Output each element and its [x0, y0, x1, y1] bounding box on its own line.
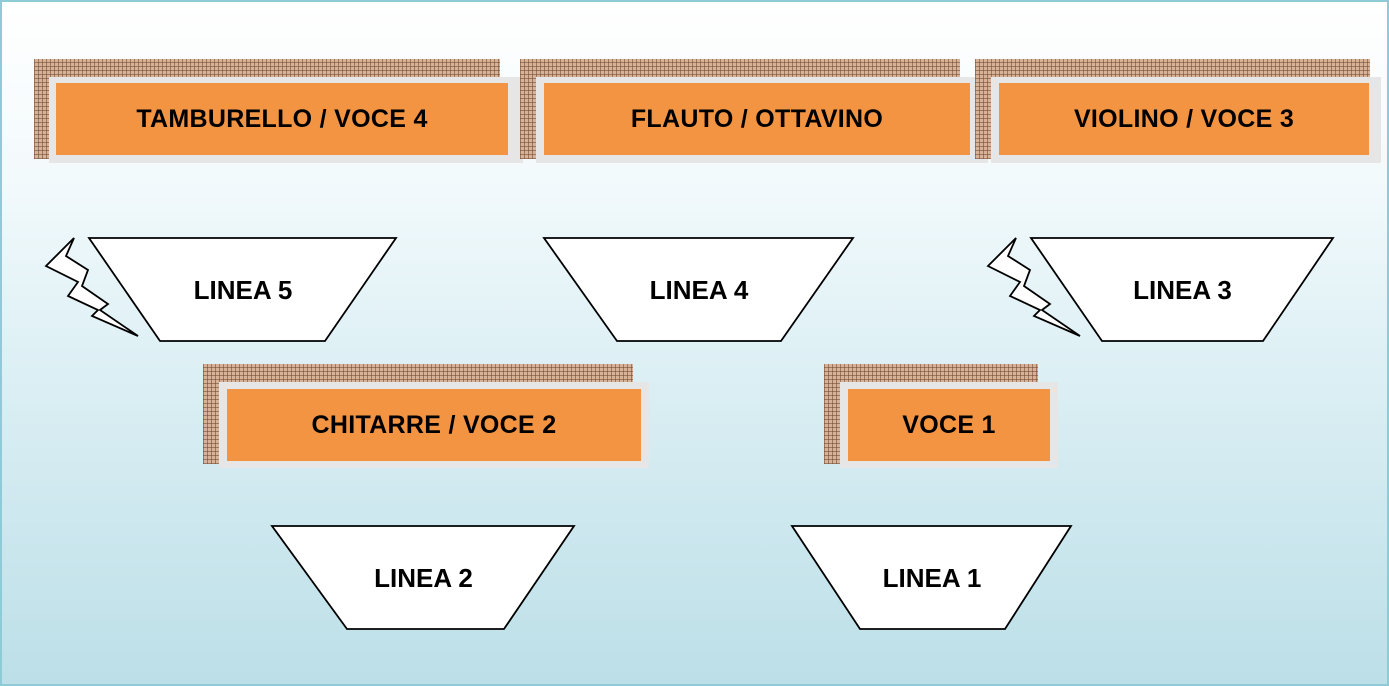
line-shape-linea-1: LINEA 1	[790, 525, 1073, 631]
lightning-bolt-icon	[44, 237, 139, 337]
line-label-linea-1: LINEA 1	[882, 562, 982, 593]
line-label-linea-5: LINEA 5	[193, 274, 293, 305]
line-label-linea-4: LINEA 4	[649, 274, 749, 305]
trapezoid-shape	[790, 525, 1073, 630]
line-shape-linea-5: LINEA 5	[87, 237, 398, 343]
line-shape-linea-4: LINEA 4	[542, 237, 855, 343]
line-shape-linea-3: LINEA 3	[1029, 237, 1335, 343]
line-shape-linea-2: LINEA 2	[270, 525, 576, 631]
trapezoid-shape	[87, 237, 398, 342]
line-label-linea-2: LINEA 2	[374, 562, 473, 593]
trapezoid-shape	[270, 525, 576, 630]
trapezoid-shape	[542, 237, 855, 342]
label-text-chitarre: CHITARRE / VOCE 2	[227, 389, 641, 461]
label-text-flauto: FLAUTO / OTTAVINO	[544, 83, 970, 155]
lightning-bolt-icon	[986, 237, 1081, 337]
label-text-violino: VIOLINO / VOCE 3	[999, 83, 1369, 155]
label-text-voce-1: VOCE 1	[848, 389, 1050, 461]
label-text-tamburello: TAMBURELLO / VOCE 4	[56, 83, 508, 155]
line-label-linea-3: LINEA 3	[1133, 274, 1232, 305]
trapezoid-shape	[1029, 237, 1335, 342]
